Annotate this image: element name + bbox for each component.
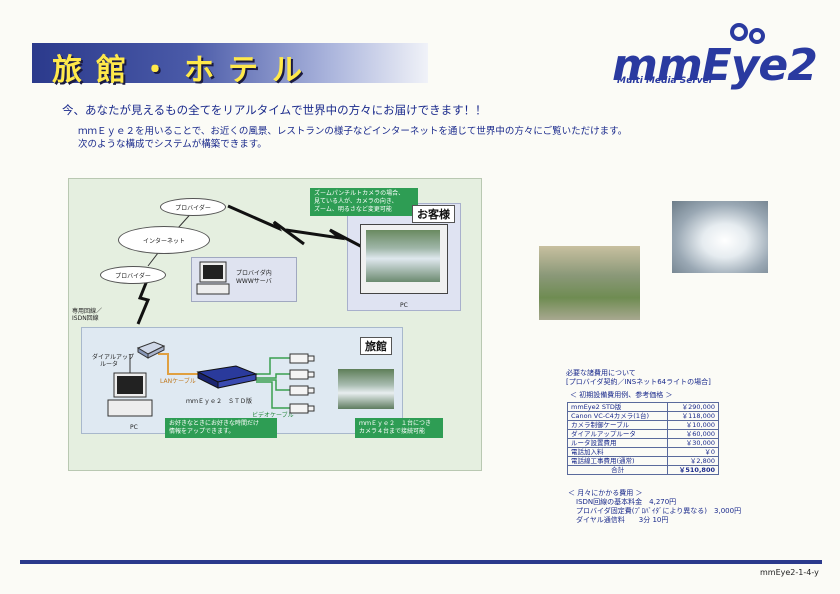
camera-view-photo: [338, 369, 394, 409]
page-code: mmEye2-1-4-y: [760, 568, 819, 577]
monthly-item-2: プロバイダ固定費(ﾌﾟﾛﾊﾞｲﾀﾞにより異なる) 3,000円: [576, 507, 742, 515]
leased-line-label-2: ISDN回線: [72, 315, 99, 322]
guest-label: お客様: [412, 205, 455, 223]
cost-heading-1: 必要な諸費用について: [566, 369, 636, 377]
device-label: ｍｍＥｙｅ２ ＳＴＤ版: [186, 398, 253, 405]
intro-line-1: ｍｍＥｙｅ２を用いることで、お近くの風景、レストランの様子などインターネットを通…: [78, 126, 628, 137]
total-row: 合計￥510,800: [566, 465, 719, 475]
cost-table: mmEye2 STD版￥290,000 Canon VC-C4カメラ(1台)￥1…: [566, 402, 719, 475]
table-row: 電話線工事費用(通常)￥2,800: [566, 456, 719, 466]
inn-label: 旅館: [360, 337, 392, 355]
update-note: お好きなときにお好きな時間だけ 情報をアップできます。: [165, 418, 277, 438]
router-label-2: ルータ: [100, 361, 119, 368]
logo-circles-icon: [730, 23, 765, 44]
logo-subtitle: Multi Media Server: [617, 76, 714, 86]
title-band: [32, 43, 428, 83]
table-row: カメラ制御ケーブル￥10,000: [566, 420, 719, 430]
monthly-item-1: ISDN回線の基本料金 4,270円: [576, 498, 677, 506]
intro-line-2: 次のような構成でシステムが構築できます。: [78, 139, 267, 150]
cost-heading-2: [プロバイダ契約／INSネット64ライトの場合]: [566, 378, 711, 386]
lan-cable-label: LANケーブル: [160, 378, 196, 385]
initial-cost-heading: ＜ 初期設備費用例、参考価格 ＞: [570, 391, 673, 399]
guest-note: ズームパンチルトカメラの場合、 見ている人が、カメラの向き、 ズーム、明るさなど…: [310, 188, 418, 216]
router-label-1: ダイアルアップ: [92, 354, 134, 361]
video-cable-label: ビデオケーブル: [252, 412, 294, 419]
table-row: ダイアルアップルータ￥60,000: [566, 429, 719, 439]
logo: mmEye2: [612, 40, 818, 91]
footer-rule: [20, 560, 822, 564]
splash-photo: [672, 201, 768, 273]
provider-top: プロバイダー: [160, 198, 226, 216]
provider-bottom: プロバイダー: [100, 266, 166, 284]
table-row: ルータ設置費用￥30,000: [566, 438, 719, 448]
headline: 今、あなたが見えるもの全てをリアルタイムで世界中の方々にお届けできます！！: [62, 103, 487, 117]
internet-cloud: インターネット: [118, 226, 210, 254]
waterfall-photo: [366, 230, 440, 282]
inn-computer-icon: [107, 372, 153, 417]
www-server-label-2: WWWサーバ: [236, 278, 272, 285]
www-server-label-1: プロバイダ内: [236, 270, 272, 277]
monthly-item-3: ダイヤル通信料 3分 10円: [576, 516, 669, 524]
guest-pc-label: PC: [400, 302, 408, 309]
monthly-heading: ＜ 月々にかかる費用 ＞: [568, 489, 643, 497]
table-row: 電話加入料￥0: [566, 447, 719, 457]
dialup-router-icon: [136, 341, 166, 359]
table-row: mmEye2 STD版￥290,000: [566, 402, 719, 412]
camera-icons: [289, 353, 315, 414]
inn-pc-label: PC: [130, 424, 138, 431]
garden-photo: [539, 246, 640, 320]
mmeye2-device-icon: [196, 365, 258, 389]
camera-note: ｍｍＥｙｅ２ １台につき カメラ４台まで接続可能: [355, 418, 443, 438]
server-computer-icon: [196, 261, 230, 295]
table-row: Canon VC-C4カメラ(1台)￥118,000: [566, 411, 719, 421]
page-title: 旅館・ホテル: [52, 53, 316, 88]
leased-line-label-1: 専用回線／: [72, 308, 103, 315]
